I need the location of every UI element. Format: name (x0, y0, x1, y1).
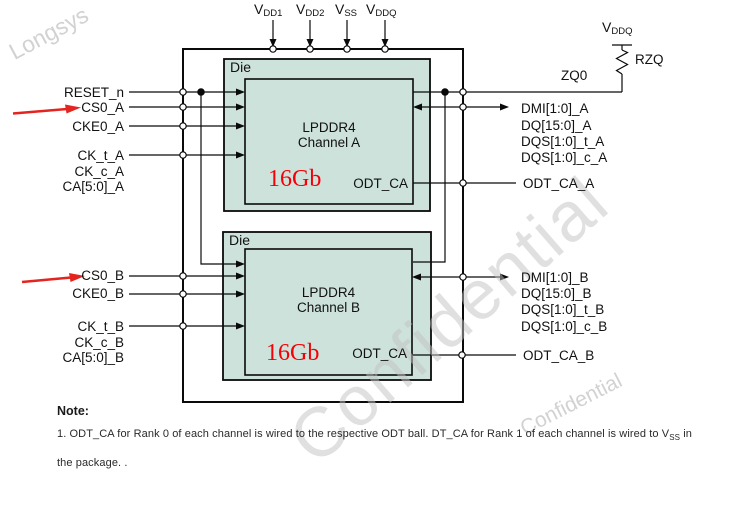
signal-label-dq-a: DQ[15:0]_A (521, 118, 592, 133)
signal-label-ca-a: CA[5:0]_A (62, 179, 124, 194)
signal-label-dqs-c-b: DQS[1:0]_c_B (521, 319, 608, 334)
vdd1-base: V (254, 1, 264, 17)
power-pin-lines (269, 20, 389, 53)
pin-label-vdd2: VDD2 (296, 2, 324, 21)
die-b-odt-pin: ODT_CA (352, 346, 407, 361)
die-a-box (223, 58, 431, 212)
signal-label-ck-t-a: CK_t_A (77, 148, 124, 163)
pin-label-vddq: VDDQ (366, 2, 396, 21)
note-line1-text: 1. ODT_CA for Rank 0 of each channel is … (57, 428, 670, 440)
vss-sub: SS (344, 8, 358, 19)
note-line1-tail: in (680, 428, 692, 440)
signal-label-ca-b: CA[5:0]_B (62, 350, 124, 365)
zq-network (413, 44, 632, 263)
vddq-sub: DDQ (375, 8, 397, 19)
note-title: Note: (57, 404, 89, 418)
signal-label-dqs-t-b: DQS[1:0]_t_B (521, 302, 605, 317)
signal-label-cke0-a: CKE0_A (72, 119, 124, 134)
signal-label-odt-ca-a: ODT_CA_A (523, 176, 595, 191)
die-a-capacity: 16Gb (268, 166, 322, 192)
signal-label-cs0-b: CS0_B (81, 268, 124, 283)
pin-label-vss: VSS (335, 2, 357, 21)
vddq-base: V (366, 1, 376, 17)
vdd2-sub: DD2 (305, 8, 325, 19)
signal-label-dqs-t-a: DQS[1:0]_t_A (521, 134, 605, 149)
pin-label-vdd1: VDD1 (254, 2, 282, 21)
signal-label-ck-c-b: CK_c_B (74, 335, 124, 350)
annotation-arrow-cs0-b (21, 273, 85, 284)
signal-label-ck-c-a: CK_c_A (74, 164, 124, 179)
signal-label-dmi-b: DMI[1:0]_B (521, 270, 589, 285)
zq-vddq-sub: DDQ (611, 26, 633, 37)
right-signals-a (413, 103, 516, 187)
vdd2-base: V (296, 1, 306, 17)
die-a-chip-line2: Channel A (297, 135, 361, 150)
signal-label-reset-n: RESET_n (63, 85, 124, 100)
die-b-label: Die (229, 232, 251, 248)
die-b-chip-line1: LPDDR4 (301, 285, 356, 300)
signal-label-odt-ca-b: ODT_CA_B (523, 348, 595, 363)
note-line-2: the package. . (57, 457, 128, 469)
note-line-1: 1. ODT_CA for Rank 0 of each channel is … (57, 428, 692, 442)
left-signals-a (129, 88, 245, 268)
die-b-chip-line2: Channel B (296, 300, 361, 315)
signal-label-ck-t-b: CK_t_B (77, 319, 124, 334)
die-a-label: Die (230, 59, 252, 75)
die-a-odt-pin: ODT_CA (353, 176, 408, 191)
vss-base: V (335, 1, 345, 17)
die-b-capacity: 16Gb (266, 340, 320, 366)
note-line1-vss-sub: SS (669, 433, 681, 443)
die-a-chip-line1: LPDDR4 (302, 120, 356, 135)
signal-label-cs0-a: CS0_A (81, 100, 124, 115)
resistor-label-rzq: RZQ (635, 52, 664, 67)
signal-label-dqs-c-a: DQS[1:0]_c_A (521, 150, 608, 165)
zq-vddq-base: V (602, 19, 612, 35)
pin-label-vddq-zq: VDDQ (602, 20, 632, 39)
left-signals-b (129, 272, 245, 330)
annotation-arrow-cs0-a (12, 104, 81, 115)
signal-label-dq-b: DQ[15:0]_B (521, 286, 592, 301)
vdd1-sub: DD1 (263, 8, 283, 19)
right-signals-b (412, 273, 516, 359)
pin-label-zq0: ZQ0 (561, 68, 588, 83)
package-outline (182, 48, 464, 403)
die-b-box (222, 231, 432, 381)
signal-label-cke0-b: CKE0_B (72, 286, 124, 301)
signal-label-dmi-a: DMI[1:0]_A (521, 101, 589, 116)
